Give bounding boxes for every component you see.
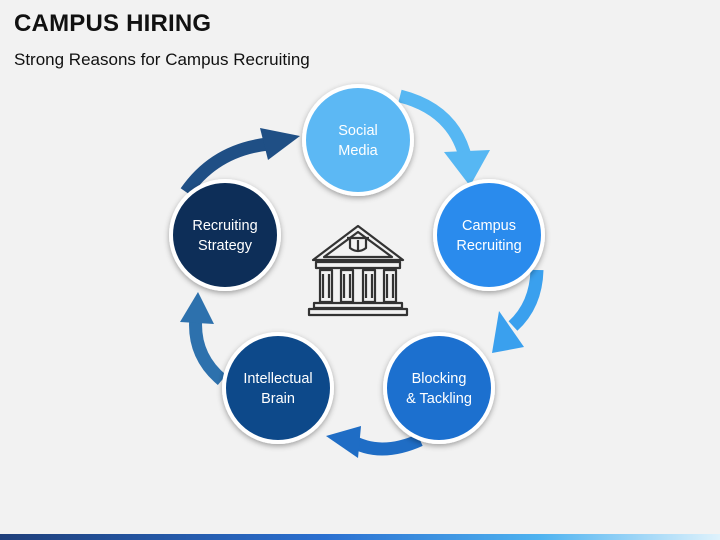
- node-blocking-tackling: [383, 332, 495, 444]
- node-blocking-tackling-line1: Blocking: [412, 371, 467, 387]
- arrow-blocking-to-intellectual: [326, 426, 423, 458]
- node-intellectual-brain-line2: Brain: [261, 391, 295, 407]
- arrow-strategy-to-social: [180, 128, 300, 196]
- node-recruiting-strategy: [169, 179, 281, 291]
- node-recruiting-strategy-line1: Recruiting: [192, 218, 257, 234]
- university-building-icon: [307, 224, 409, 317]
- page-title: CAMPUS HIRING: [14, 10, 212, 37]
- node-social-media: [302, 84, 414, 196]
- arrow-campus-to-blocking: [492, 269, 544, 353]
- node-recruiting-strategy-line2: Strategy: [198, 238, 253, 254]
- page-subtitle: Strong Reasons for Campus Recruiting: [14, 50, 310, 69]
- node-intellectual-brain: [222, 332, 334, 444]
- arrow-intellectual-to-strategy: [180, 292, 227, 385]
- node-intellectual-brain-line1: Intellectual: [243, 371, 312, 387]
- node-blocking-tackling-line2: & Tackling: [406, 391, 472, 407]
- arrow-social-to-campus: [398, 89, 490, 186]
- node-social-media-line1: Social: [338, 123, 378, 139]
- bottom-accent-bar: [0, 534, 720, 540]
- node-campus-recruiting-line2: Recruiting: [456, 238, 521, 254]
- node-campus-recruiting-line1: Campus: [462, 218, 516, 234]
- node-social-media-line2: Media: [338, 143, 378, 159]
- node-campus-recruiting: [433, 179, 545, 291]
